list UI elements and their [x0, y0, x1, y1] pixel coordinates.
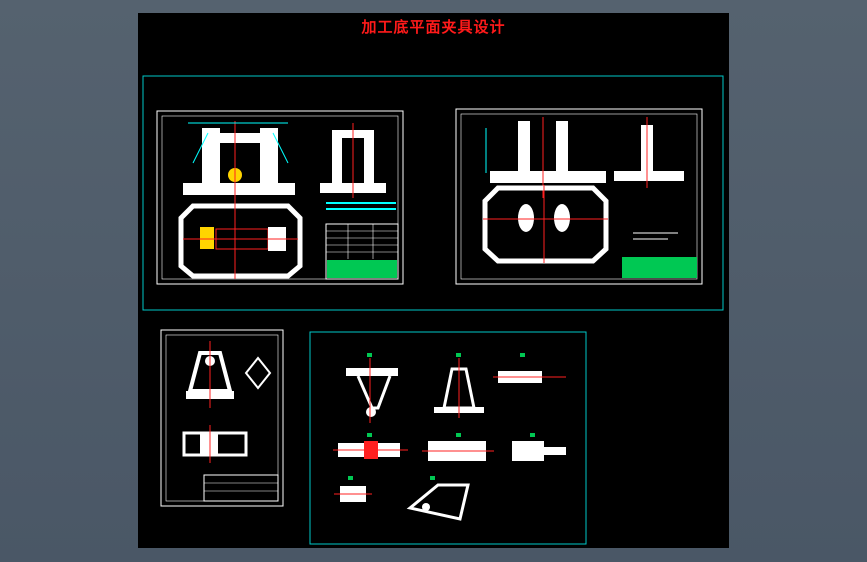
upper-frame	[142, 75, 724, 311]
drawing-title: 加工底平面夹具设计	[361, 18, 506, 36]
sheet-part-drawing	[160, 329, 284, 507]
drawing-svg	[142, 75, 724, 545]
sheet-assembly-2	[455, 108, 703, 285]
cad-drawing-canvas[interactable]: 加工底平面夹具设计	[138, 13, 729, 548]
sheet-part-views	[309, 331, 587, 545]
sheet-assembly-1	[156, 110, 404, 285]
